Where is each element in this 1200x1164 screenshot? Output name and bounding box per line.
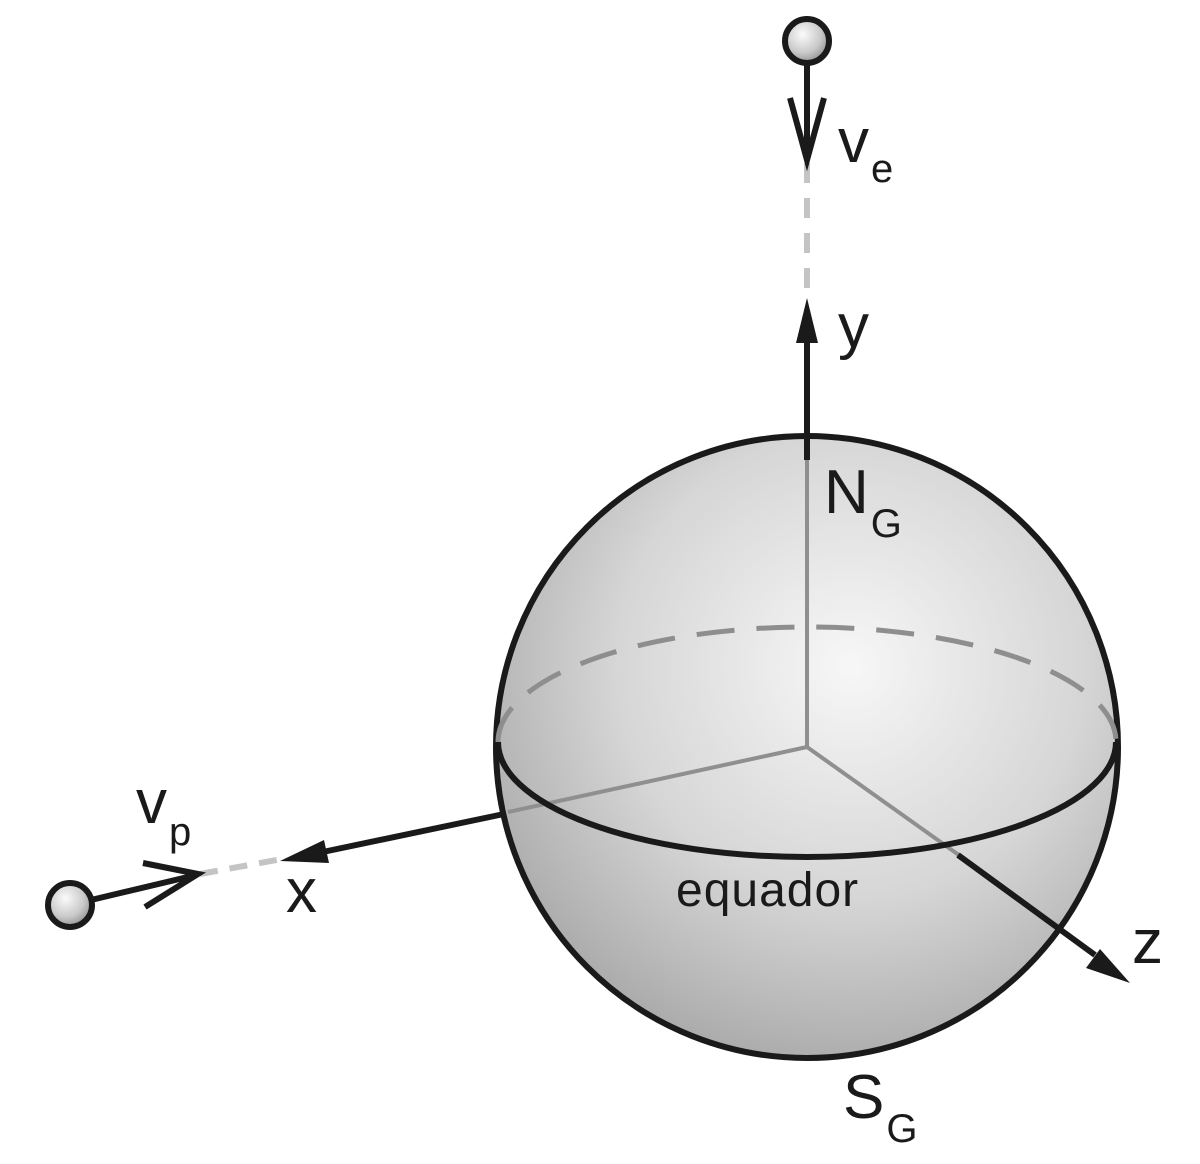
ve-velocity-arrowhead <box>787 97 827 172</box>
ve-label: ve <box>838 107 893 191</box>
vp-velocity-line <box>90 873 193 903</box>
inner-axis-x <box>507 745 808 814</box>
x-axis-line <box>317 811 505 856</box>
x-axis-label: x <box>286 857 317 926</box>
vp-velocity-arrowhead <box>142 860 207 910</box>
inner-axis-z <box>805 745 965 860</box>
south-pole-label: SG <box>843 1063 917 1151</box>
y-axis-label: y <box>838 292 869 361</box>
equator-back-dashed <box>495 624 1119 743</box>
vp-trajectory-dashed <box>199 856 283 877</box>
z-axis-arrowhead <box>1086 949 1130 983</box>
z-axis-label: z <box>1132 908 1163 977</box>
ball-icon <box>45 880 95 930</box>
y-axis-arrowhead <box>796 298 818 343</box>
vp-label: vp <box>136 768 191 854</box>
x-axis-arrowhead <box>280 840 329 863</box>
equator-front <box>495 741 1119 860</box>
ball-icon <box>782 16 832 66</box>
equator-label: equador <box>676 864 859 917</box>
z-axis-line <box>956 852 1097 958</box>
north-pole-label: NG <box>824 458 902 546</box>
